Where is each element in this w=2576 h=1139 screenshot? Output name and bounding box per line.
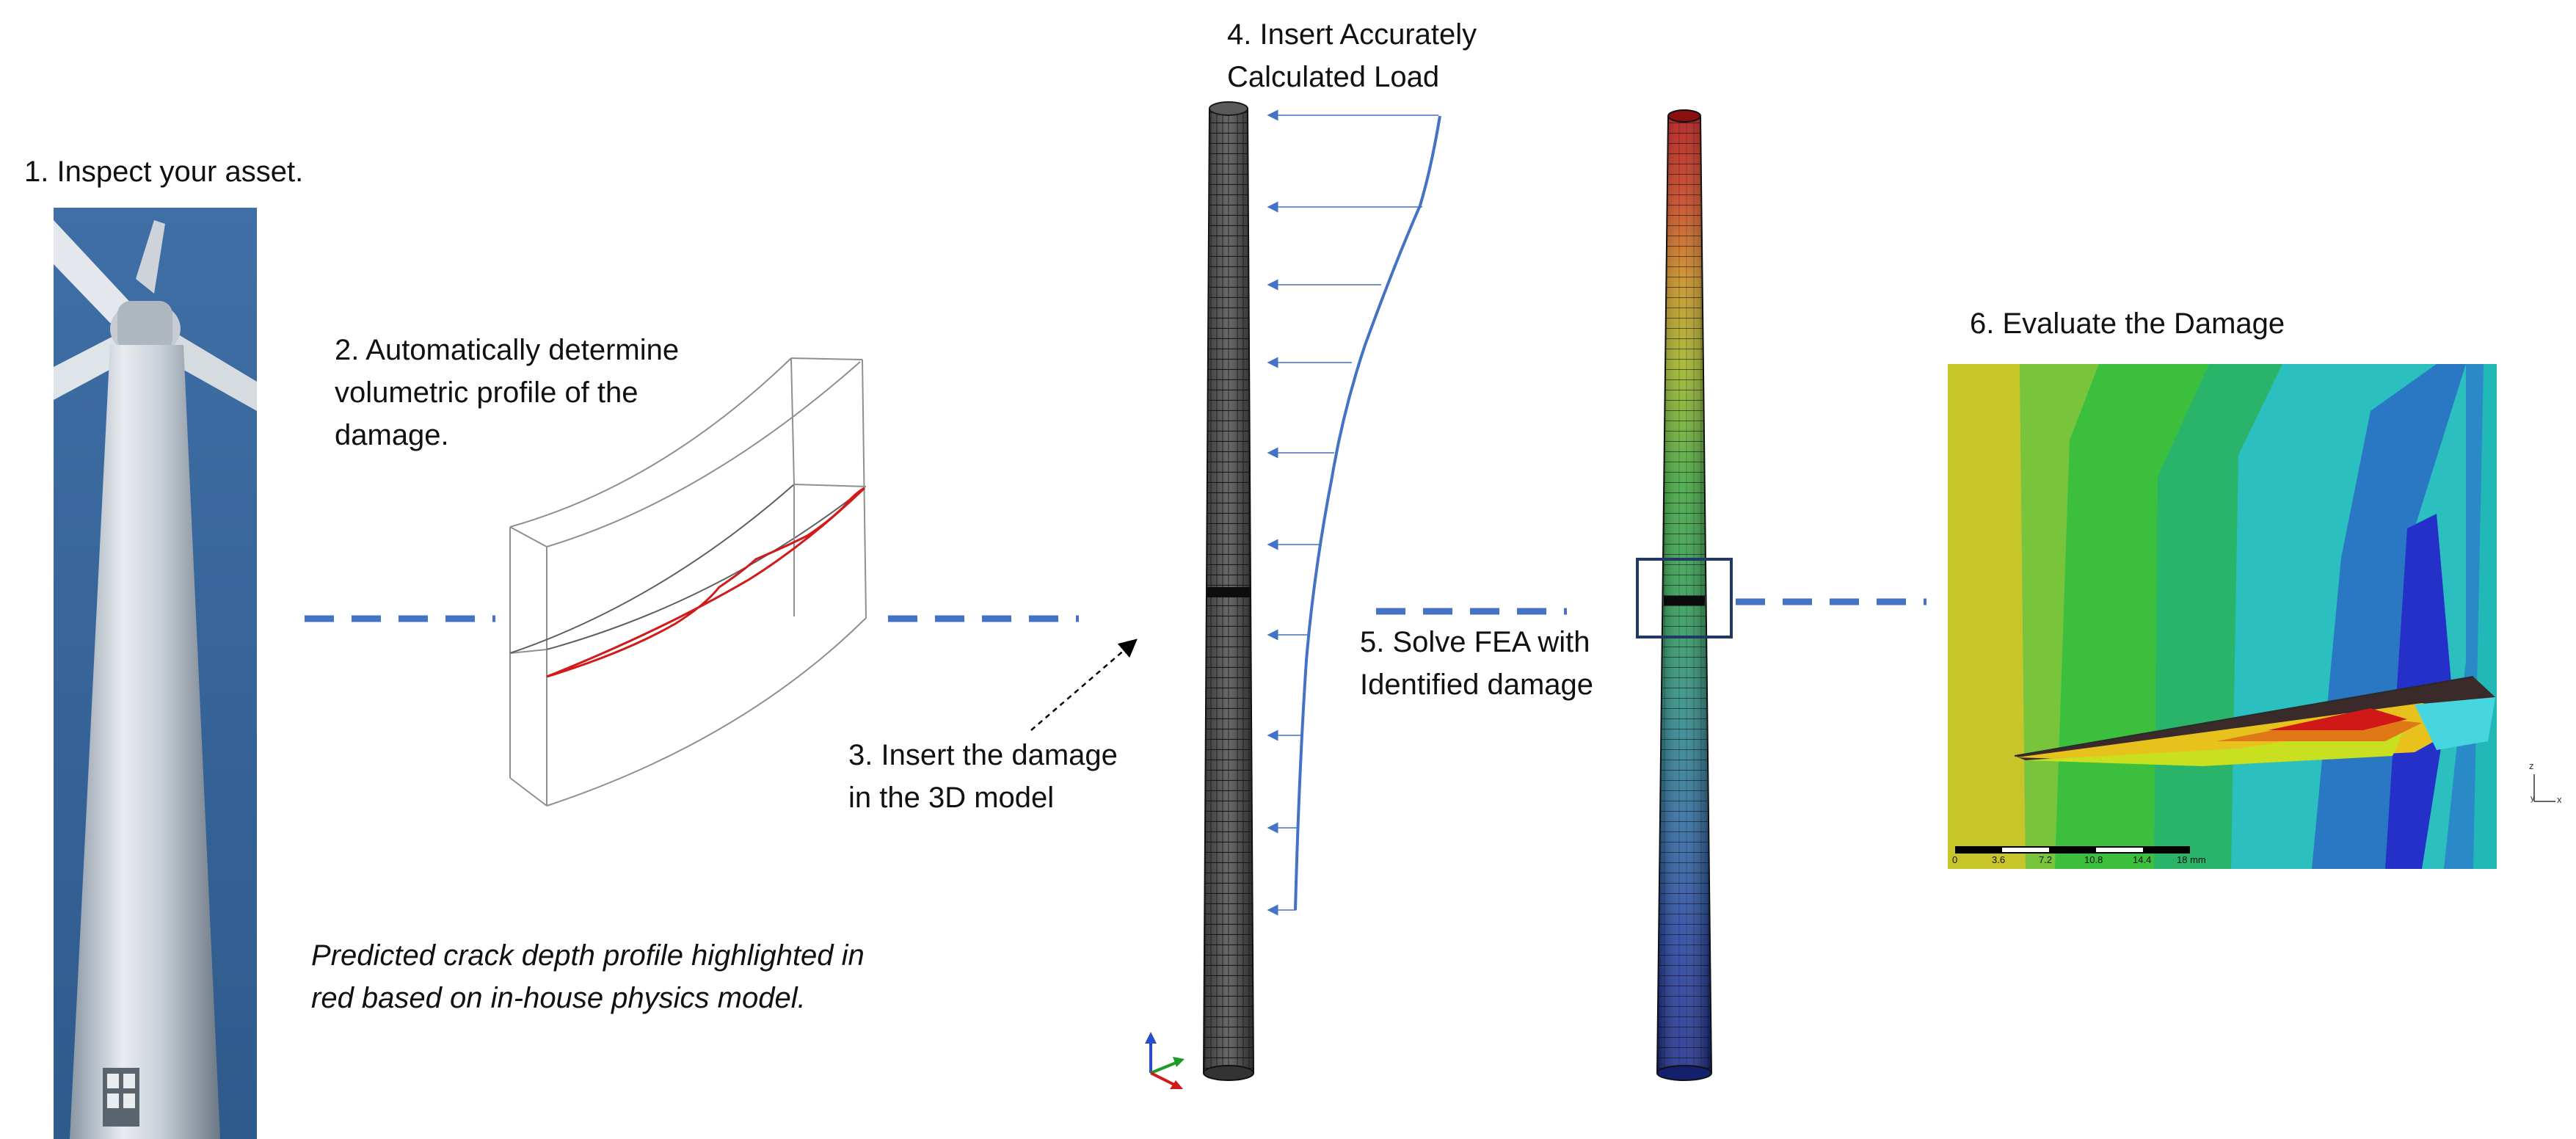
axis-x-label: x xyxy=(2557,794,2562,805)
connector-dashes xyxy=(305,598,1926,622)
scale-tick-5: 18 mm xyxy=(2177,854,2206,865)
meshed-tower-model xyxy=(1203,101,1254,1081)
damage-volume-wireframe xyxy=(509,357,867,807)
step2-line3: damage. xyxy=(335,419,449,451)
crack-note-line1: Predicted crack depth profile highlighte… xyxy=(311,939,865,972)
step4-line1: 4. Insert Accurately xyxy=(1227,18,1477,51)
crack-note-line2: red based on in-house physics model. xyxy=(311,982,806,1014)
crack-profile-curve xyxy=(546,487,866,678)
scale-tick-0: 0 xyxy=(1952,854,1958,865)
axis-z-label: z xyxy=(2529,760,2534,771)
step3-line2: in the 3D model xyxy=(848,782,1055,814)
step4-label: 4. Insert Accurately Calculated Load xyxy=(1227,13,1477,98)
step6-label: 6. Evaluate the Damage xyxy=(1970,308,2285,340)
step2-line1: 2. Automatically determine xyxy=(335,334,680,366)
load-profile xyxy=(1267,109,1441,916)
scale-tick-3: 10.8 xyxy=(2084,854,2103,865)
step4-line2: Calculated Load xyxy=(1227,61,1440,93)
insert-damage-arrow xyxy=(1030,638,1138,731)
highlight-box xyxy=(1636,558,1733,638)
step2-line2: volumetric profile of the xyxy=(335,376,638,409)
scale-tick-2: 7.2 xyxy=(2039,854,2053,865)
axis-y-label: y xyxy=(2530,794,2535,803)
axis-triad-icon xyxy=(1145,1032,1185,1089)
scale-tick-4: 14.4 xyxy=(2133,854,2152,865)
turbine-photo xyxy=(54,208,257,1139)
step5-label: 5. Solve FEA with Identified damage xyxy=(1360,621,1593,706)
crack-note: Predicted crack depth profile highlighte… xyxy=(311,934,865,1019)
scale-tick-1: 3.6 xyxy=(1992,854,2006,865)
damage-contour-plot xyxy=(1948,364,2555,869)
step5-line2: Identified damage xyxy=(1360,669,1594,701)
step2-label: 2. Automatically determine volumetric pr… xyxy=(335,329,679,456)
step3-line1: 3. Insert the damage xyxy=(848,739,1118,771)
step5-line1: 5. Solve FEA with xyxy=(1360,626,1590,658)
step1-label: 1. Inspect your asset. xyxy=(24,156,304,188)
step3-label: 3. Insert the damage in the 3D model xyxy=(848,734,1118,819)
fea-tower-model xyxy=(1656,109,1712,1081)
